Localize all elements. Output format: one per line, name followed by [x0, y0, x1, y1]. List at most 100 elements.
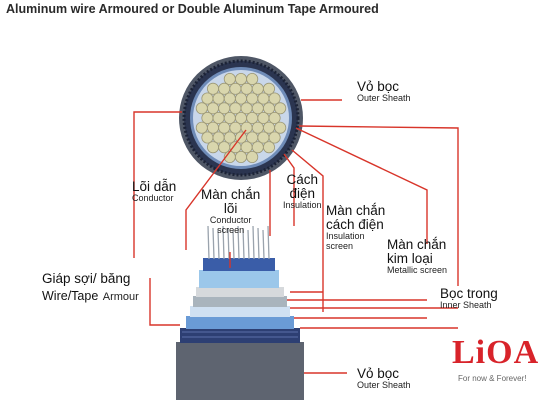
label-armour-vi: Giáp sợi/ băng [42, 271, 131, 286]
conductor-strand [212, 112, 225, 125]
conductor-wire [262, 229, 265, 260]
conductor-strand [223, 112, 236, 125]
label-insulation-en: Insulation [283, 200, 322, 211]
conductor-strand [268, 131, 281, 144]
conductor-strand [201, 131, 214, 144]
conductor-strand [223, 131, 236, 144]
label-conductor-screen-en1: Conductor [209, 215, 252, 226]
conductor-wire [242, 227, 245, 260]
conductor-strand [240, 121, 253, 134]
conductor-strand [268, 92, 281, 105]
conductor-strand [223, 73, 236, 86]
conductor-strand [268, 112, 281, 125]
label-outer-sheath-top-en: Outer Sheath [357, 93, 411, 104]
side-inner-sheath-upper [186, 316, 294, 329]
conductor-strand [218, 141, 231, 154]
label-conductor-screen-vi1: Màn chắn [201, 187, 261, 202]
label-outer-sheath-bottom: Vỏ bọc Outer Sheath [357, 366, 411, 391]
conductor-strand [234, 150, 247, 163]
label-metallic-screen-vi1: Màn chắn [387, 237, 447, 252]
conductor-strands [195, 73, 287, 163]
conductor-strand [257, 131, 270, 144]
label-metallic-screen-vi2: kim loại [387, 251, 433, 267]
conductor-strand [240, 102, 253, 115]
conductor-strand [201, 112, 214, 125]
label-insulation-screen-vi2: cách điện [326, 217, 384, 233]
conductor-wire [232, 229, 235, 260]
label-conductor-screen-en2: screen [217, 224, 245, 235]
side-metallic-screen [193, 296, 287, 307]
conductor-wire [227, 227, 230, 260]
conductor-strand [274, 102, 287, 115]
conductor-strand [257, 92, 270, 105]
label-insulation-screen: Màn chắn cách điện Insulation screen [326, 203, 386, 251]
conductor-strand [251, 102, 264, 115]
conductor-strand [234, 73, 247, 86]
conductor-strand [251, 82, 264, 95]
conductor-strand [195, 121, 208, 134]
conductor-strand [229, 102, 242, 115]
conductor-strand [262, 82, 275, 95]
conductor-wire [257, 227, 260, 260]
logo-tagline: For now & Forever! [458, 374, 527, 383]
conductor-strand [206, 121, 219, 134]
conductor-wire [217, 229, 220, 260]
label-inner-sheath: Bọc trong Inner Sheath [440, 286, 498, 311]
label-conductor-vi: Lõi dẫn [132, 179, 177, 194]
conductor-strand [246, 73, 259, 86]
conductor-wire [207, 225, 210, 260]
side-conductor-wires [207, 225, 270, 260]
conductor-strand [240, 82, 253, 95]
label-insulation-screen-en2: screen [326, 240, 354, 251]
conductor-strand [262, 102, 275, 115]
label-armour-en2: Armour [102, 291, 139, 304]
label-outer-sheath-top: Vỏ bọc Outer Sheath [357, 79, 411, 104]
label-conductor-en: Conductor [132, 193, 174, 204]
conductor-strand [234, 112, 247, 125]
leader-conductor [185, 129, 247, 250]
conductor-strand [212, 131, 225, 144]
conductor-strand [218, 121, 231, 134]
conductor-strand [218, 82, 231, 95]
side-insulation-screen [196, 287, 284, 297]
conductor-strand [218, 102, 231, 115]
label-outer-sheath-bottom-en: Outer Sheath [357, 380, 411, 391]
leader-insulation-screen [291, 149, 324, 312]
conductor-strand [206, 82, 219, 95]
leader-armour-side [149, 278, 180, 326]
side-armour [180, 328, 300, 343]
conductor-wire [252, 225, 255, 260]
conductor-strand [246, 150, 259, 163]
label-metallic-screen: Màn chắn kim loại Metallic screen [387, 237, 448, 276]
conductor-wire [247, 229, 250, 260]
conductor-wire [237, 225, 240, 260]
conductor-strand [246, 131, 259, 144]
leader-metallic-screen [295, 127, 428, 244]
leader-armour-top [133, 111, 182, 258]
diagram-title: Aluminum wire Armoured or Double Aluminu… [6, 2, 379, 16]
label-inner-sheath-vi: Bọc trong [440, 286, 498, 301]
conductor-strand [262, 141, 275, 154]
conductor-strand [246, 112, 259, 125]
label-outer-sheath-bottom-vi: Vỏ bọc [357, 366, 400, 381]
conductor-wire [267, 225, 270, 260]
conductor-strand [240, 141, 253, 154]
label-inner-sheath-en: Inner Sheath [440, 300, 492, 311]
label-armour-en1: Wire/Tape [42, 289, 99, 304]
label-conductor: Lõi dẫn Conductor [132, 179, 177, 204]
conductor-strand [223, 92, 236, 105]
conductor-strand [257, 112, 270, 125]
label-metallic-screen-en: Metallic screen [387, 265, 448, 276]
label-insulation-screen-vi1: Màn chắn [326, 203, 386, 218]
side-armour-texture [182, 331, 298, 338]
label-armour: Giáp sợi/ băng Wire/Tape Armour [42, 271, 139, 305]
side-conductor-screen [203, 258, 275, 271]
side-outer-sheath [176, 342, 304, 400]
label-insulation-vi2: điện [289, 186, 316, 202]
label-outer-sheath-top-vi: Vỏ bọc [357, 79, 400, 94]
conductor-strand [206, 141, 219, 154]
label-insulation-vi1: Cách [286, 172, 319, 187]
conductor-strand [274, 121, 287, 134]
leader-insulation [283, 153, 295, 226]
